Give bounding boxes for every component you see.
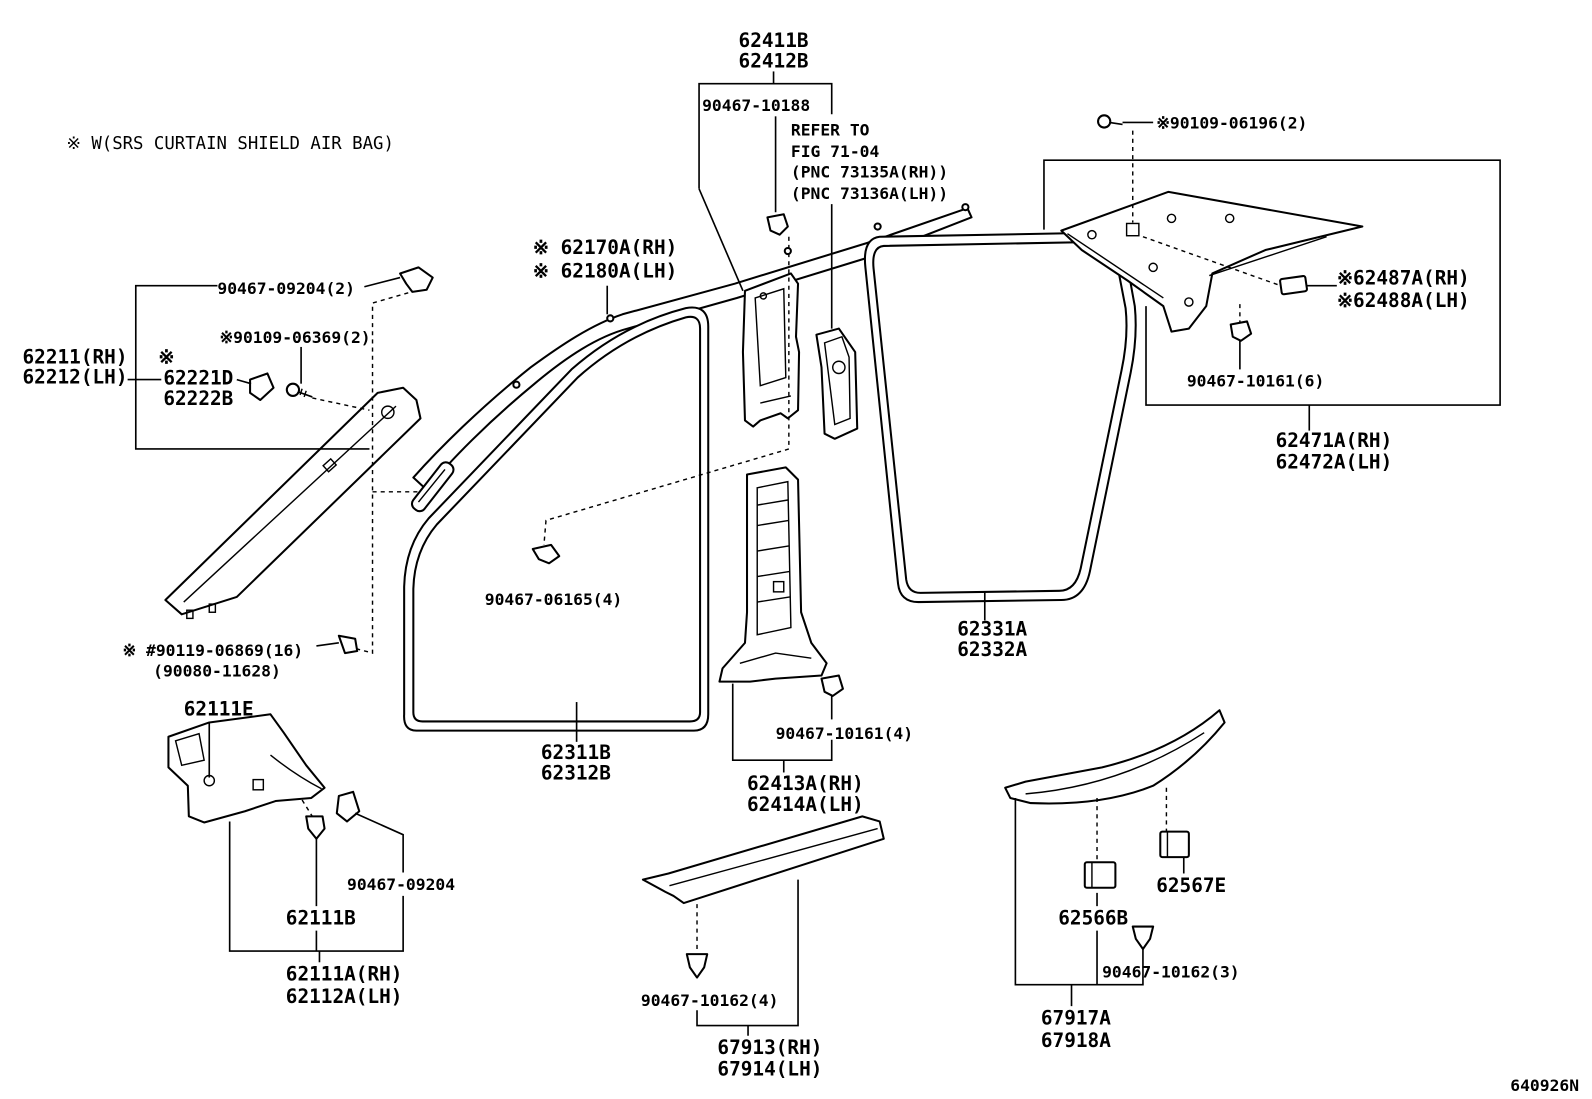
curtain-airbag-inflator: [410, 461, 455, 513]
label-90467-10161-6: 90467-10161(6): [1187, 372, 1325, 391]
label-62211: 62211(RH): [23, 345, 128, 368]
label-90467-06165: 90467-06165(4): [485, 590, 622, 609]
label-62472A: 62472A(LH): [1276, 450, 1393, 473]
clip-90467-10162-rear: [1131, 925, 1155, 951]
label-62413A: 62413A(RH): [747, 772, 864, 795]
label-67917A: 67917A: [1041, 1007, 1111, 1030]
label-62111A: 62111A(RH): [286, 963, 403, 986]
stopper-62567E: [1159, 830, 1190, 859]
front-scuff-plate-67913: [641, 815, 885, 905]
label-90109-06196: ※90109-06196(2): [1156, 114, 1307, 133]
diagram-id: 640926N: [1510, 1076, 1579, 1095]
label-62221D: 62221D: [163, 367, 233, 390]
clip-90467-10161-quarter: [1229, 320, 1253, 342]
label-90080-11628: (90080-11628): [153, 662, 281, 681]
refer-line-4: (PNC 73136A(LH)): [791, 184, 948, 203]
garnish-cap-62221D: [249, 372, 275, 402]
center-pillar-upper-garnish-62411B: [741, 272, 801, 428]
label-90467-09204: 90467-09204: [347, 875, 455, 894]
label-62111B: 62111B: [286, 907, 356, 930]
label-62170A: ※ 62170A(RH): [533, 236, 678, 259]
label-62111E: 62111E: [184, 697, 254, 720]
label-62222B: 62222B: [163, 387, 233, 410]
label-62180A: ※ 62180A(LH): [533, 260, 678, 283]
label-90467-09204-2: 90467-09204(2): [217, 279, 354, 298]
dashed-assembly-lines: [301, 130, 1281, 953]
label-67914: 67914(LH): [717, 1058, 822, 1081]
clip-90467-09204-top: [399, 266, 434, 293]
label-62411B: 62411B: [739, 29, 809, 52]
label-67918A: 67918A: [1041, 1029, 1111, 1052]
leader-lines: [127, 71, 1337, 1036]
label-90109-06369: ※90109-06369(2): [219, 328, 370, 347]
label-90467-10162-4: 90467-10162(4): [641, 991, 779, 1010]
label-62488A: ※62488A(LH): [1337, 289, 1470, 312]
front-door-weatherstrip-62311B: [403, 306, 710, 732]
clip-90467-10162-front: [685, 953, 709, 979]
label-62112A: 62112A(LH): [286, 985, 403, 1008]
refer-line-3: (PNC 73135A(RH)): [791, 163, 948, 182]
clip-90467-06165: [531, 543, 561, 565]
label-62567E: 62567E: [1156, 874, 1226, 897]
label-62212: 62212(LH): [23, 366, 128, 389]
label-62414A: 62414A(LH): [747, 793, 864, 816]
front-pillar-garnish-62211: [164, 386, 422, 620]
label-90467-10162-3: 90467-10162(3): [1102, 963, 1240, 982]
label-62566B: 62566B: [1058, 907, 1128, 930]
label-62332A: 62332A: [957, 638, 1027, 661]
label-90467-10188: 90467-10188: [702, 96, 810, 115]
label-62331A: 62331A: [957, 618, 1027, 641]
screw-90109-06196: [1097, 114, 1123, 129]
quarter-trim-62471A: [1043, 159, 1501, 406]
refer-line-2: FIG 71-04: [791, 142, 880, 161]
label-cap-mark: ※: [158, 345, 174, 368]
center-pillar-lower-garnish-62413A: [718, 466, 828, 683]
seat-belt-adjuster-cover: [815, 327, 859, 440]
srs-note: ※ W(SRS CURTAIN SHIELD AIR BAG): [66, 134, 394, 154]
label-67913: 67913(RH): [717, 1036, 822, 1059]
label-90119-06869: ※ #90119-06869(16): [123, 641, 304, 660]
refer-line-1: REFER TO: [791, 121, 870, 140]
cowl-side-trim-62111E: [167, 713, 326, 824]
label-62312B: 62312B: [541, 762, 611, 785]
clip-90467-10188: [766, 213, 789, 236]
label-62311B: 62311B: [541, 741, 611, 764]
label-90467-10161-4: 90467-10161(4): [776, 724, 914, 743]
rear-door-weatherstrip-62331A: [863, 231, 1137, 604]
cap-62487A: [1279, 275, 1308, 296]
label-62487A: ※62487A(RH): [1337, 267, 1470, 290]
stopper-62566B: [1083, 861, 1117, 889]
label-62471A: 62471A(RH): [1276, 429, 1393, 452]
rear-scuff-plate-67917A: [1004, 709, 1226, 805]
screw-90119-06869: [337, 634, 359, 655]
clip-90467-10161-pillar: [820, 674, 844, 697]
label-62412B: 62412B: [739, 49, 809, 72]
screw-90109-06369: [285, 382, 313, 398]
clip-62111B: [305, 815, 326, 840]
clip-90467-09204: [335, 790, 361, 823]
